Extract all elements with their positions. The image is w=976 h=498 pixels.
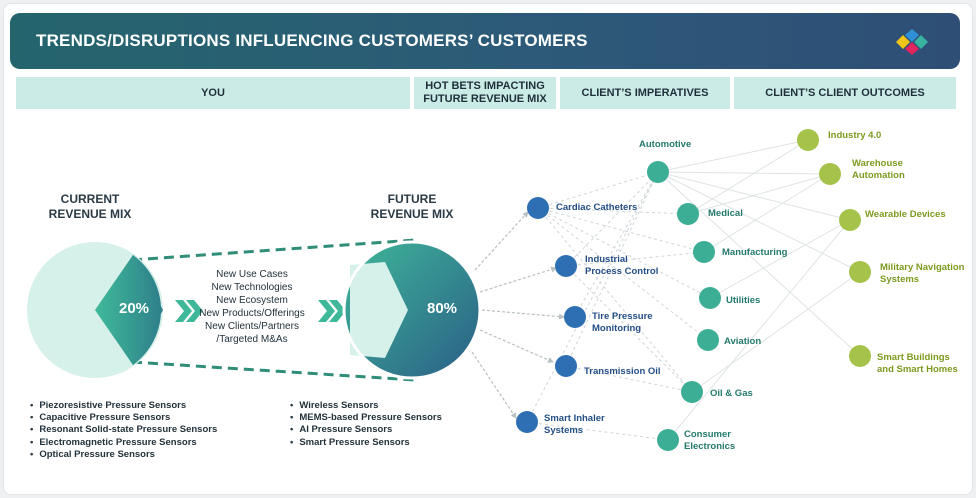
- hot-bet-node: [527, 197, 549, 219]
- imperative-node: [699, 287, 721, 309]
- outcome-node: [839, 209, 861, 231]
- driver-item: New Technologies: [211, 282, 293, 293]
- outcome-label: Industry 4.0: [828, 130, 881, 142]
- hot-bet-line: Industrial: [585, 254, 628, 265]
- future-revenue-light-wedge: [350, 262, 408, 358]
- current-label-line2: REVENUE MIX: [48, 207, 132, 221]
- driver-item: New Ecosystem: [216, 295, 288, 306]
- imperative-node: [647, 161, 669, 183]
- arrow-line: [481, 309, 565, 320]
- outcome-line: Industry 4.0: [828, 130, 882, 141]
- hot-bets-header-line1: HOT BETS IMPACTING: [425, 80, 545, 92]
- future-label-line1: FUTURE: [387, 192, 437, 206]
- hot-bet-line: Tire Pressure: [592, 311, 653, 322]
- outcome-node: [849, 261, 871, 283]
- list-item: Piezoresistive Pressure Sensors: [30, 400, 217, 412]
- hot-bets-header-line2: FUTURE REVENUE MIX: [423, 93, 547, 105]
- hot-bet-node: [555, 355, 577, 377]
- column-header-outcomes: CLIENT’S CLIENT OUTCOMES: [734, 77, 956, 109]
- imperative-node: [693, 241, 715, 263]
- imperative-label: Automotive: [639, 139, 692, 150]
- imperative-line: Consumer: [684, 429, 731, 440]
- column-header-you: YOU: [16, 77, 410, 109]
- outcome-node: [797, 129, 819, 151]
- column-header-imperatives: CLIENT’S IMPERATIVES: [560, 77, 730, 109]
- driver-item: New Products/Offerings: [199, 308, 305, 319]
- future-revenue-percent: 80%: [427, 300, 458, 317]
- outcome-line: Automation: [852, 170, 905, 181]
- arrow-line: [474, 211, 529, 271]
- outcome-line: Smart Buildings: [877, 352, 950, 363]
- imperative-label: Utilities: [726, 295, 761, 306]
- list-item: MEMS-based Pressure Sensors: [290, 412, 442, 424]
- outcome-line: Military Navigation: [880, 262, 965, 273]
- list-item: Resonant Solid-state Pressure Sensors: [30, 424, 217, 436]
- imperative-node: [697, 329, 719, 351]
- current-revenue-label: CURRENT REVENUE MIX: [30, 192, 150, 222]
- driver-item: New Use Cases: [216, 269, 288, 280]
- diamond-cluster-logo-icon: [896, 29, 928, 55]
- hot-bet-line: Transmission Oil: [584, 366, 661, 377]
- current-revenue-percent: 20%: [119, 300, 150, 317]
- future-label-line2: REVENUE MIX: [370, 207, 454, 221]
- outcome-label: Wearable Devices: [865, 209, 946, 221]
- column-header-hot-bets: HOT BETS IMPACTING FUTURE REVENUE MIX: [414, 77, 556, 109]
- current-revenue-diamond: [97, 255, 163, 365]
- arrow-line: [479, 329, 554, 363]
- future-products-list: Wireless Sensors MEMS-based Pressure Sen…: [290, 400, 442, 449]
- current-label-line1: CURRENT: [60, 192, 120, 206]
- imperative-line: Electronics: [684, 441, 736, 452]
- hot-bet-line: Process Control: [585, 266, 659, 277]
- driver-item: /Targeted M&As: [216, 334, 288, 345]
- list-item: Wireless Sensors: [290, 400, 442, 412]
- imperative-label: Oil & Gas: [710, 388, 753, 399]
- hot-bet-node: [555, 255, 577, 277]
- driver-item: New Clients/Partners: [205, 321, 299, 332]
- hot-bet-node: [564, 306, 586, 328]
- outcome-node: [819, 163, 841, 185]
- list-item: Capacitive Pressure Sensors: [30, 412, 217, 424]
- title-banner: TRENDS/DISRUPTIONS INFLUENCING CUSTOMERS…: [10, 13, 960, 69]
- arrow-line: [471, 351, 517, 419]
- chevron-right-icon: [175, 300, 203, 322]
- imperative-node: [681, 381, 703, 403]
- list-item: AI Pressure Sensors: [290, 424, 442, 436]
- imperative-node: [677, 203, 699, 225]
- outcome-line: Wearable Devices: [865, 209, 946, 220]
- outcome-line: and Smart Homes: [877, 364, 958, 375]
- imperative-node: [657, 429, 679, 451]
- page-title: TRENDS/DISRUPTIONS INFLUENCING CUSTOMERS…: [36, 31, 588, 50]
- hot-bet-line: Monitoring: [592, 323, 642, 334]
- imperative-label: Aviation: [724, 336, 762, 347]
- list-item: Smart Pressure Sensors: [290, 437, 442, 449]
- list-item: Electromagnetic Pressure Sensors: [30, 437, 217, 449]
- future-revenue-label: FUTURE REVENUE MIX: [352, 192, 472, 222]
- hot-bet-node: [516, 411, 538, 433]
- list-item: Optical Pressure Sensors: [30, 449, 217, 461]
- hot-bet-line: Systems: [544, 425, 584, 436]
- arrow-line: [479, 266, 557, 293]
- outcome-node: [849, 345, 871, 367]
- hot-bet-label: Cardiac Catheters: [556, 202, 637, 214]
- hot-bet-label: Transmission Oil: [584, 366, 661, 378]
- imperative-label: Medical: [708, 208, 743, 219]
- growth-drivers: New Use Cases New Technologies New Ecosy…: [178, 268, 326, 346]
- outcome-line: Warehouse: [852, 158, 903, 169]
- hot-bet-line: Cardiac Catheters: [556, 202, 638, 213]
- hot-bet-line: Smart Inhaler: [544, 413, 605, 424]
- outcome-line: Systems: [880, 274, 920, 285]
- current-products-list: Piezoresistive Pressure Sensors Capaciti…: [30, 400, 217, 461]
- imperative-label: Manufacturing: [722, 247, 788, 258]
